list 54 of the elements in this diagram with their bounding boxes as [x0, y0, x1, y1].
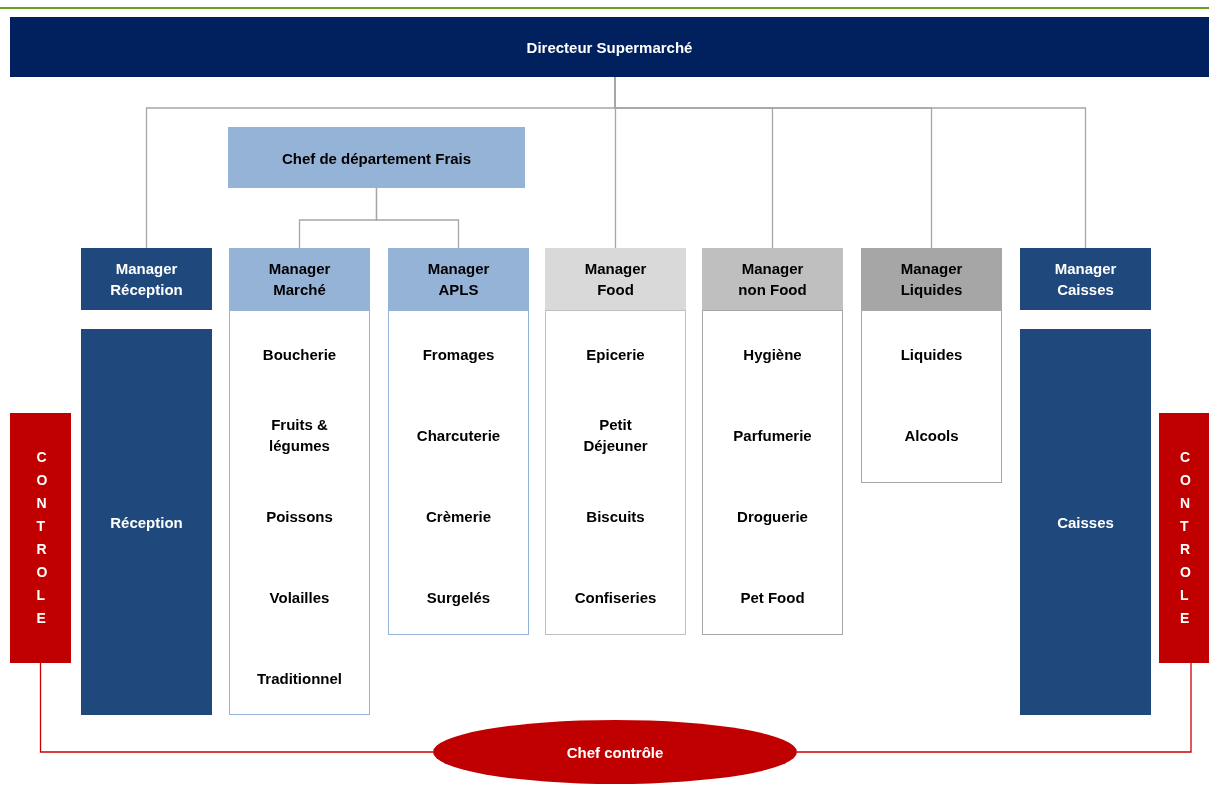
department-label: Traditionnel: [257, 668, 342, 689]
box-label: Chef de département Frais: [281, 148, 472, 168]
manager-box: [1020, 329, 1151, 715]
department-list-panel: [545, 310, 686, 635]
department-label: Parfumerie: [733, 425, 812, 446]
box-label: Manager Marché: [267, 259, 332, 300]
manager-box: [388, 248, 529, 310]
box-label: Manager Réception: [109, 259, 184, 300]
department-list-panel: [702, 310, 843, 635]
control-box: [10, 413, 71, 663]
department-label: Biscuits: [586, 506, 645, 527]
manager-box: [545, 248, 686, 310]
connector-line: [375, 187, 460, 249]
department-label: Volailles: [269, 587, 330, 608]
manager-box: [861, 248, 1002, 310]
manager-box: [81, 329, 212, 715]
department-list-panel: [388, 310, 529, 635]
department-label: Hygiène: [743, 344, 802, 365]
connector-line: [39, 662, 434, 753]
box-label: Manager Caisses: [1053, 259, 1118, 300]
department-label: Fruits & légumes: [268, 415, 331, 456]
control-box: [1159, 413, 1209, 663]
box-label: Manager Liquides: [899, 259, 964, 300]
department-label: Crèmerie: [426, 506, 491, 527]
department-label: Surgelés: [426, 587, 491, 608]
department-label: Confiseries: [574, 587, 657, 608]
department-list-panel: [229, 310, 370, 715]
box-label: Manager non Food: [737, 259, 808, 300]
chief-ellipse: [433, 720, 797, 784]
department-label: Charcuterie: [416, 425, 501, 446]
department-label: Petit Déjeuner: [582, 415, 649, 456]
department-list-panel: [861, 310, 1002, 483]
department-label: Epicerie: [586, 344, 645, 365]
box-label: Caisses: [1057, 512, 1114, 533]
manager-box: [81, 248, 212, 310]
department-label: Droguerie: [737, 506, 808, 527]
manager-box: [229, 248, 370, 310]
manager-box: [228, 127, 525, 188]
box-label: Manager Food: [583, 259, 648, 300]
department-label: Liquides: [900, 344, 963, 365]
department-label: Poissons: [266, 506, 333, 527]
department-label: Pet Food: [740, 587, 805, 608]
director-box: [10, 17, 1209, 77]
manager-box: [702, 248, 843, 310]
box-label: CONTROLE: [36, 448, 45, 628]
box-label: Directeur Supermarché: [526, 37, 693, 58]
box-label: Manager APLS: [426, 259, 491, 300]
manager-box: [1020, 248, 1151, 310]
box-label: Chef contrôle: [566, 742, 664, 763]
department-label: Alcools: [904, 425, 959, 446]
department-label: Boucherie: [262, 344, 337, 365]
box-label: Réception: [110, 512, 183, 533]
department-label: Fromages: [422, 344, 495, 365]
connector-line: [796, 662, 1192, 753]
